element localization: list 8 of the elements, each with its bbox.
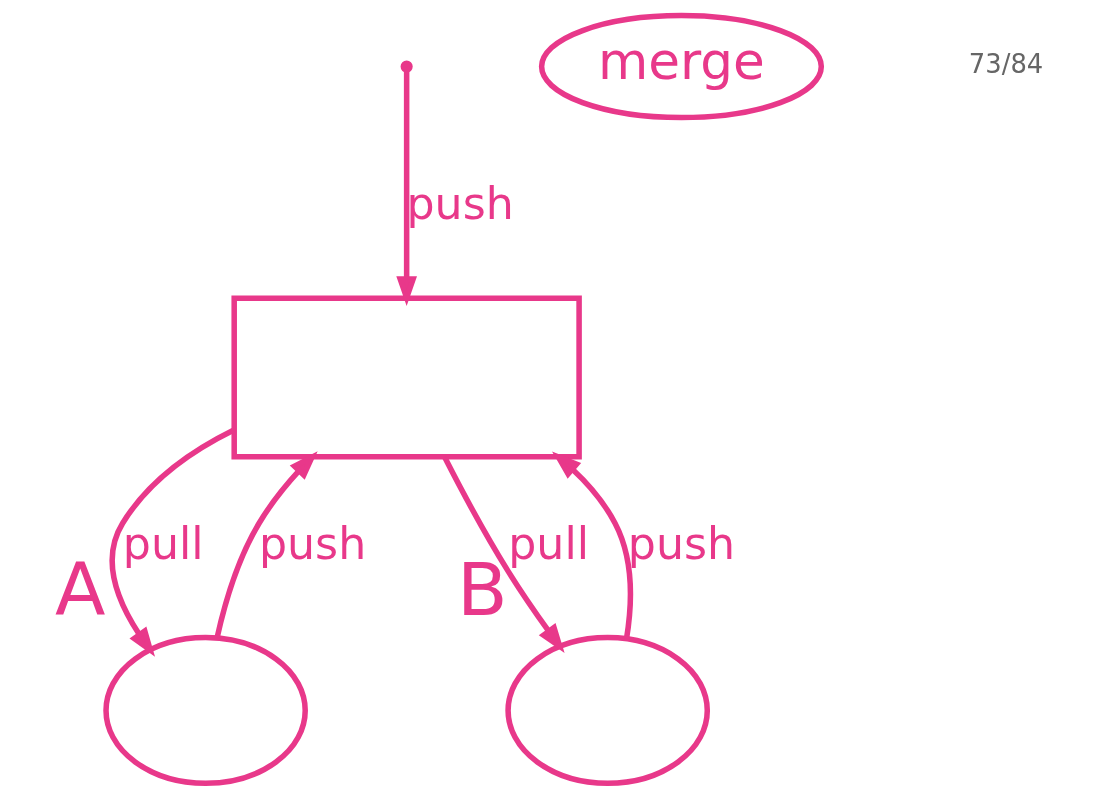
edge-label: push <box>627 517 735 569</box>
node-label: B <box>456 547 508 633</box>
edge-label: pull <box>122 517 204 569</box>
node-label: A <box>54 547 105 633</box>
label: 73/84 <box>968 49 1043 80</box>
edge-label: push <box>258 517 366 569</box>
edge-label: push <box>406 178 514 230</box>
edge-label: pull <box>507 517 589 569</box>
